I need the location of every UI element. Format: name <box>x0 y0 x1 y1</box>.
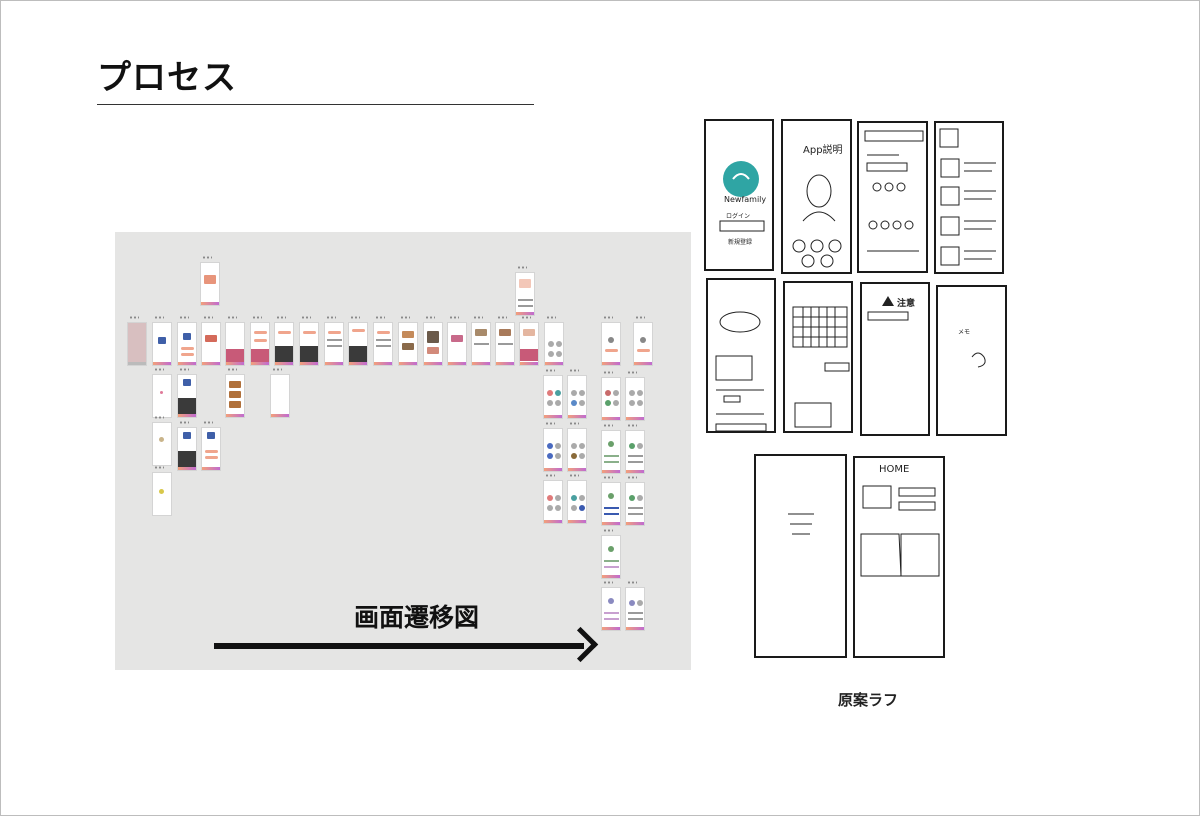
screen-thumbnail <box>225 368 245 418</box>
screen-thumbnail <box>152 316 172 366</box>
sketch-pet-list <box>934 121 1004 274</box>
screen-thumbnail <box>633 316 653 366</box>
screen-flow-diagram <box>115 232 691 670</box>
screen-thumbnail <box>625 424 645 474</box>
screen-thumbnail <box>152 416 172 466</box>
screen-thumbnail <box>567 369 587 419</box>
sketch-warning: 注意 <box>860 282 930 436</box>
sketch-pet-detail <box>706 278 776 433</box>
sketch-home-title: HOME <box>879 464 910 475</box>
screen-thumbnail <box>543 422 563 472</box>
screen-thumbnail <box>543 369 563 419</box>
screen-thumbnail <box>177 421 197 471</box>
screen-thumbnail <box>274 316 294 366</box>
screen-thumbnail <box>601 316 621 366</box>
screen-thumbnail <box>324 316 344 366</box>
screen-thumbnail <box>225 316 245 366</box>
screen-thumbnail <box>423 316 443 366</box>
screen-thumbnail <box>601 371 621 421</box>
screen-thumbnail <box>201 421 221 471</box>
screen-thumbnail <box>543 474 563 524</box>
screen-thumbnail <box>373 316 393 366</box>
screen-thumbnail <box>201 316 221 366</box>
screen-thumbnail <box>625 581 645 631</box>
screen-thumbnail <box>495 316 515 366</box>
screen-thumbnail <box>601 424 621 474</box>
screen-thumbnail <box>177 316 197 366</box>
sketch-profile-form <box>857 121 928 273</box>
screen-thumbnail <box>567 474 587 524</box>
screen-thumbnail <box>471 316 491 366</box>
page-title: プロセス <box>97 58 237 98</box>
screen-thumbnail <box>567 422 587 472</box>
screen-thumbnail <box>447 316 467 366</box>
screen-thumbnail <box>625 371 645 421</box>
screen-thumbnail <box>177 368 197 418</box>
screen-thumbnail <box>299 316 319 366</box>
sketch-login: Newfamily ログイン 新規登録 <box>704 119 774 271</box>
screen-thumbnail <box>519 316 539 366</box>
sketch-logo-text: Newfamily <box>724 195 767 204</box>
screen-thumbnail <box>544 316 564 366</box>
sketch-login-text: ログイン <box>726 213 751 220</box>
sketch-signup-text: 新規登録 <box>728 239 753 246</box>
flow-arrow-line <box>214 643 584 649</box>
sketch-warning-title: 注意 <box>897 299 916 309</box>
screen-thumbnail <box>625 476 645 526</box>
sketch-app-title: App説明 <box>803 145 843 156</box>
screen-thumbnail <box>398 316 418 366</box>
sketch-caption: 原案ラフ <box>838 691 899 709</box>
screen-thumbnail <box>250 316 270 366</box>
screen-thumbnail <box>127 316 147 366</box>
title-underline <box>97 104 534 105</box>
screen-thumbnail <box>270 368 290 418</box>
sketch-calendar <box>783 281 853 433</box>
screen-thumbnail <box>515 266 535 316</box>
sketch-memo: メモ <box>936 285 1007 436</box>
sketch-home: HOME <box>853 456 945 658</box>
sketch-memo-label: メモ <box>958 329 971 336</box>
screen-thumbnail <box>152 466 172 516</box>
screen-thumbnail <box>348 316 368 366</box>
sketch-blank-message <box>754 454 847 658</box>
screen-thumbnail <box>601 476 621 526</box>
screen-thumbnail <box>200 256 220 306</box>
sketch-app-description: App説明 <box>781 119 852 274</box>
screen-thumbnail <box>601 529 621 579</box>
screen-thumbnail <box>152 368 172 418</box>
screen-thumbnail <box>601 581 621 631</box>
screen-flow-label: 画面遷移図 <box>354 603 480 632</box>
